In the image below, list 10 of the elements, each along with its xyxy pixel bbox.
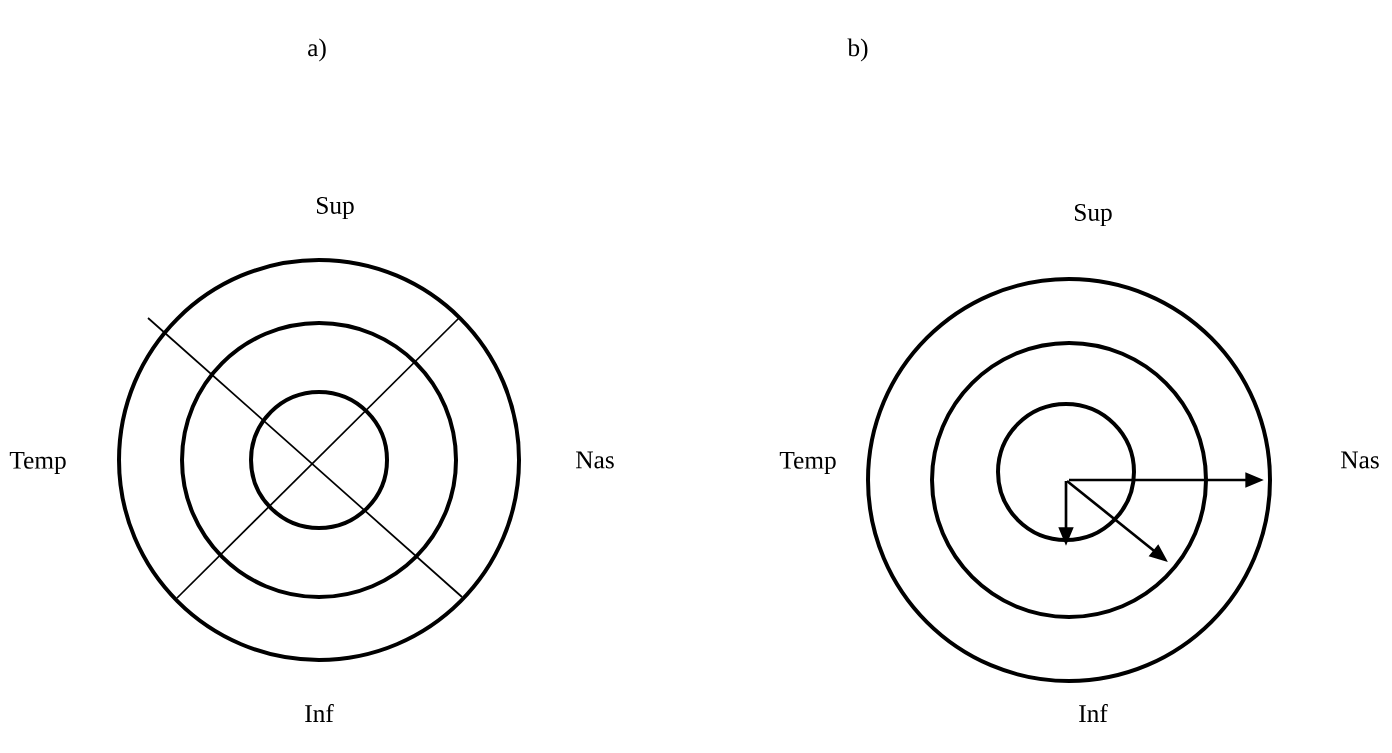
- panel-label: b): [847, 38, 868, 62]
- panel-label: a): [308, 38, 326, 62]
- direction-label: Nas: [576, 451, 614, 469]
- direction-label: Nas: [1341, 451, 1379, 469]
- direction-label: Temp: [9, 452, 66, 474]
- direction-label: Sup: [317, 196, 354, 220]
- direction-label: Sup: [1075, 203, 1112, 227]
- direction-label: Temp: [779, 452, 836, 474]
- direction-label: Inf: [305, 704, 334, 722]
- direction-label: Inf: [1079, 704, 1108, 722]
